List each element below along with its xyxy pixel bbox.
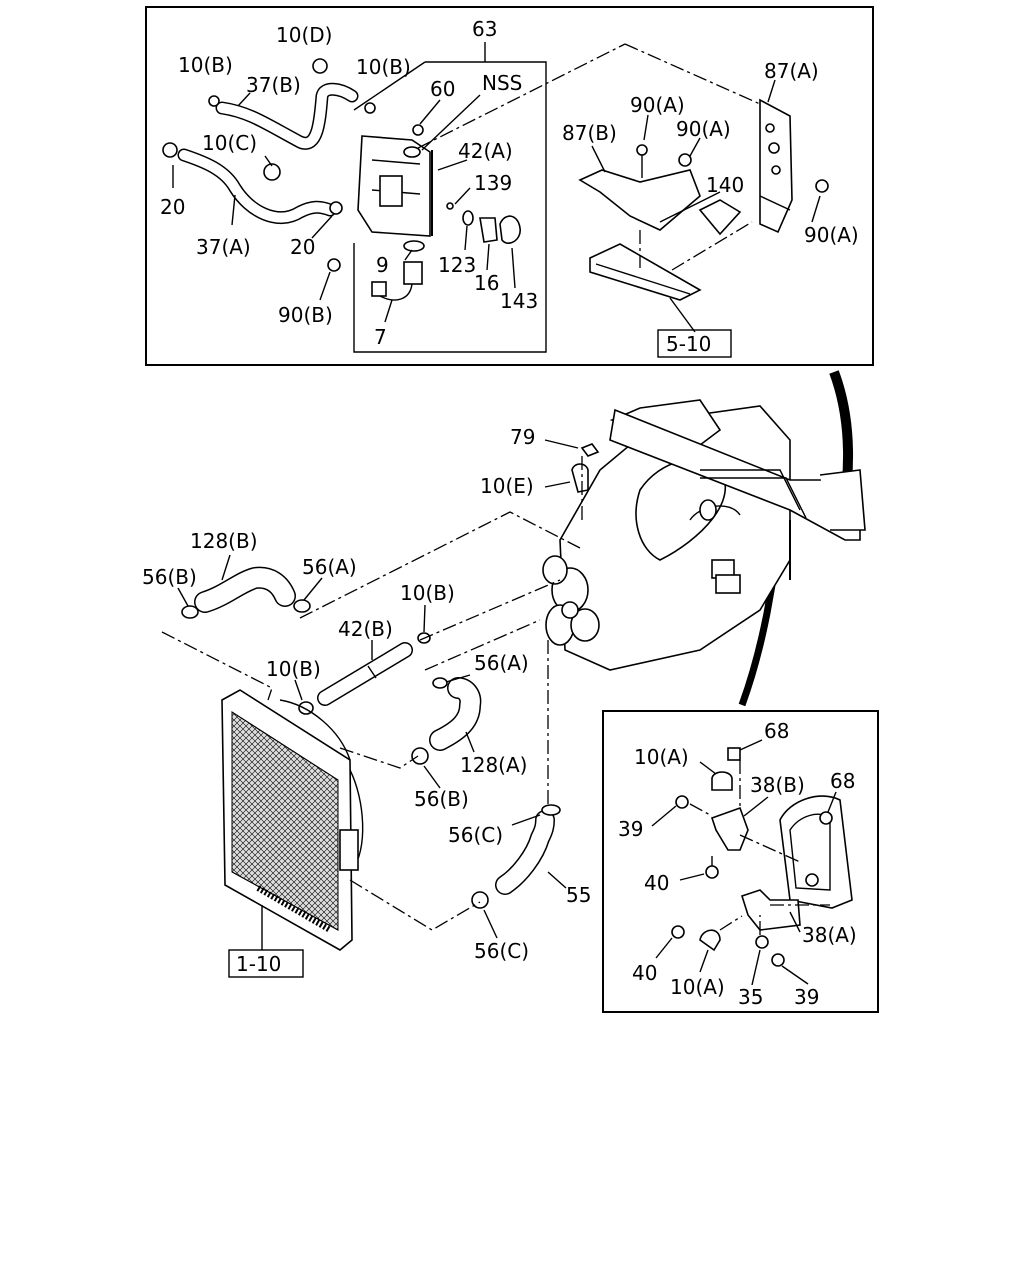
label-128b: 128(B) <box>190 529 258 553</box>
label-55: 55 <box>566 883 591 907</box>
label-87a: 87(A) <box>764 59 819 83</box>
label-40-a: 40 <box>644 871 669 895</box>
label-39-a: 39 <box>618 817 643 841</box>
label-140: 140 <box>706 173 744 197</box>
label-40-b: 40 <box>632 961 657 985</box>
label-5-10: 5-10 <box>666 332 711 356</box>
label-37a: 37(A) <box>196 235 251 259</box>
label-123: 123 <box>438 253 476 277</box>
label-20-b: 20 <box>290 235 315 259</box>
label-79: 79 <box>510 425 535 449</box>
bottom-inset <box>602 710 879 1013</box>
label-56b-a: 56(B) <box>142 565 197 589</box>
label-nss: NSS <box>482 71 522 95</box>
label-39-b: 39 <box>794 985 819 1009</box>
label-90a-c: 90(A) <box>804 223 859 247</box>
label-7: 7 <box>374 325 387 349</box>
label-38a: 38(A) <box>802 923 857 947</box>
label-9: 9 <box>376 253 389 277</box>
label-10e: 10(E) <box>480 474 534 498</box>
label-20-a: 20 <box>160 195 185 219</box>
label-38b: 38(B) <box>750 773 805 797</box>
label-63: 63 <box>472 17 497 41</box>
label-42b: 42(B) <box>338 617 393 641</box>
label-143: 143 <box>500 289 538 313</box>
label-128a: 128(A) <box>460 753 527 777</box>
label-56a-b: 56(A) <box>474 651 529 675</box>
radiator-hoses <box>161 511 581 978</box>
label-90b: 90(B) <box>278 303 333 327</box>
top-inset <box>145 6 874 366</box>
label-37b: 37(B) <box>246 73 301 97</box>
label-1-10: 1-10 <box>236 952 281 976</box>
label-10d: 10(D) <box>276 23 332 47</box>
engine-assembly <box>542 399 866 671</box>
label-139: 139 <box>474 171 512 195</box>
label-56a-a: 56(A) <box>302 555 357 579</box>
label-60: 60 <box>430 77 455 101</box>
label-56c-a: 56(C) <box>448 823 503 847</box>
label-35: 35 <box>738 985 763 1009</box>
label-10b-d: 10(B) <box>266 657 321 681</box>
callout-labels: 10(D) 10(B) 37(B) 10(B) 63 60 NSS 10(C) … <box>142 17 859 1009</box>
label-42a: 42(A) <box>458 139 513 163</box>
label-10b-a: 10(B) <box>178 53 233 77</box>
label-10c: 10(C) <box>202 131 257 155</box>
label-68-a: 68 <box>764 719 789 743</box>
label-10a-b: 10(A) <box>670 975 725 999</box>
label-16: 16 <box>474 271 499 295</box>
label-90a-a: 90(A) <box>630 93 685 117</box>
label-10b-b: 10(B) <box>356 55 411 79</box>
label-10b-c: 10(B) <box>400 581 455 605</box>
label-90a-b: 90(A) <box>676 117 731 141</box>
label-87b: 87(B) <box>562 121 617 145</box>
label-56b-b: 56(B) <box>414 787 469 811</box>
label-68-b: 68 <box>830 769 855 793</box>
label-56c-b: 56(C) <box>474 939 529 963</box>
label-10a-a: 10(A) <box>634 745 689 769</box>
